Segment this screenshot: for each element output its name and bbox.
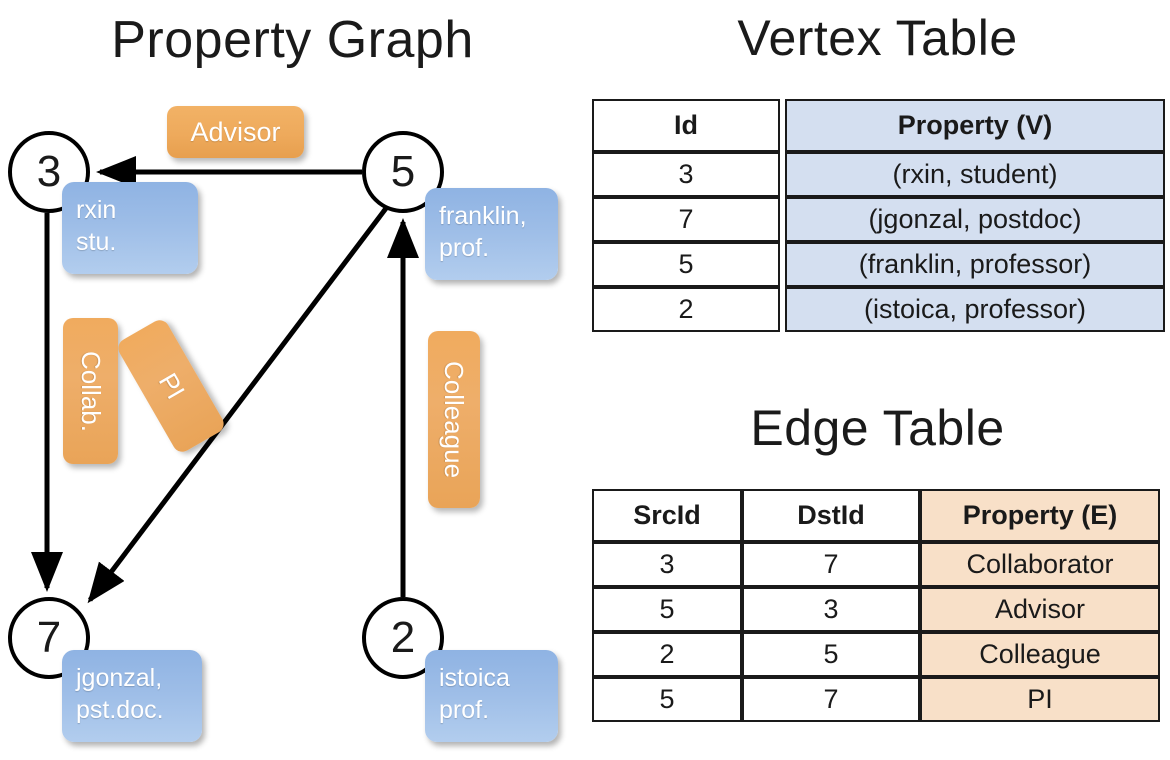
edge-label-colleague-text: Colleague bbox=[439, 360, 470, 479]
edge-cell-srcid: 3 bbox=[592, 542, 742, 587]
graph-node-5-label: 5 bbox=[390, 147, 416, 196]
vertex-cell-id: 7 bbox=[592, 197, 780, 242]
edge-cell-property: Colleague bbox=[920, 632, 1160, 677]
vertex-table-header-id: Id bbox=[592, 99, 780, 152]
edge-label-collab-text: Collab. bbox=[76, 350, 106, 432]
vertex-table-column-gap bbox=[780, 197, 785, 242]
node-property-line-1: franklin, bbox=[439, 202, 527, 230]
edge-cell-dstid: 5 bbox=[742, 632, 920, 677]
page-title-vertex-table: Vertex Table bbox=[737, 10, 1018, 66]
edge-table-header-dstid: DstId bbox=[742, 489, 920, 542]
node-property-line-2: stu. bbox=[76, 228, 117, 256]
vertex-table-column-gap bbox=[780, 99, 785, 152]
graph-node-2[interactable]: 2 bbox=[362, 597, 444, 679]
edge-cell-property: PI bbox=[920, 677, 1160, 722]
property-graph-diagram: 3 5 7 2 rxin stu. franklin, prof. jgonza… bbox=[8, 106, 558, 742]
graph-node-5[interactable]: 5 bbox=[362, 131, 444, 213]
edge-cell-srcid: 2 bbox=[592, 632, 742, 677]
vertex-table-column-gap bbox=[780, 242, 785, 287]
edge-label-collab: Collab. bbox=[63, 318, 118, 464]
node-property-line-1: istoica bbox=[439, 664, 510, 692]
vertex-cell-property: (franklin, professor) bbox=[785, 242, 1165, 287]
vertex-cell-property: (istoica, professor) bbox=[785, 287, 1165, 332]
edge-cell-srcid: 5 bbox=[592, 677, 742, 722]
table-row[interactable]: 2 (istoica, professor) bbox=[592, 287, 1165, 332]
edge-line-5-to-7 bbox=[87, 201, 392, 604]
edge-label-colleague: Colleague bbox=[428, 331, 480, 508]
vertex-cell-property: (rxin, student) bbox=[785, 152, 1165, 197]
vertex-table-column-gap bbox=[780, 152, 785, 197]
graph-node-7-label: 7 bbox=[36, 613, 62, 662]
vertex-cell-id: 2 bbox=[592, 287, 780, 332]
edge-table: SrcId DstId Property (E) 3 7 Collaborato… bbox=[592, 489, 1160, 722]
vertex-cell-property: (jgonzal, postdoc) bbox=[785, 197, 1165, 242]
edge-label-advisor: Advisor bbox=[167, 106, 304, 158]
node-property-line-2: prof. bbox=[439, 696, 490, 724]
edge-cell-dstid: 7 bbox=[742, 542, 920, 587]
edge-table-header-srcid: SrcId bbox=[592, 489, 742, 542]
table-row[interactable]: 3 7 Collaborator bbox=[592, 542, 1160, 587]
node-property-box-istoica: istoica prof. bbox=[425, 650, 558, 742]
graph-node-3-label: 3 bbox=[36, 147, 62, 196]
vertex-table-header-property: Property (V) bbox=[785, 99, 1165, 152]
node-property-box-franklin: franklin, prof. bbox=[425, 188, 558, 280]
edge-cell-dstid: 7 bbox=[742, 677, 920, 722]
table-row[interactable]: 5 7 PI bbox=[592, 677, 1160, 722]
edge-label-advisor-text: Advisor bbox=[190, 116, 281, 147]
vertex-table: Id Property (V) 3 (rxin, student) 7 (jgo… bbox=[592, 99, 1165, 332]
edge-cell-property: Advisor bbox=[920, 587, 1160, 632]
table-row[interactable]: 7 (jgonzal, postdoc) bbox=[592, 197, 1165, 242]
graph-node-2-label: 2 bbox=[390, 613, 416, 662]
vertex-cell-id: 3 bbox=[592, 152, 780, 197]
table-row[interactable]: 2 5 Colleague bbox=[592, 632, 1160, 677]
page-title-edge-table: Edge Table bbox=[750, 400, 1005, 456]
graph-edge-lines bbox=[31, 156, 419, 604]
page-title-property-graph: Property Graph bbox=[111, 11, 474, 69]
node-property-box-rxin: rxin stu. bbox=[62, 182, 198, 274]
edge-cell-property: Collaborator bbox=[920, 542, 1160, 587]
edge-table-header-property: Property (E) bbox=[920, 489, 1160, 542]
vertex-table-column-gap bbox=[780, 287, 785, 332]
table-row[interactable]: 3 (rxin, student) bbox=[592, 152, 1165, 197]
vertex-cell-id: 5 bbox=[592, 242, 780, 287]
edge-table-header-row: SrcId DstId Property (E) bbox=[592, 489, 1160, 542]
vertex-table-header-row: Id Property (V) bbox=[592, 99, 1165, 152]
table-row[interactable]: 5 (franklin, professor) bbox=[592, 242, 1165, 287]
edge-cell-srcid: 5 bbox=[592, 587, 742, 632]
edge-cell-dstid: 3 bbox=[742, 587, 920, 632]
node-property-line-2: pst.doc. bbox=[76, 696, 164, 724]
node-property-box-jgonzal: jgonzal, pst.doc. bbox=[62, 650, 202, 742]
node-property-line-1: rxin bbox=[76, 196, 117, 224]
table-row[interactable]: 5 3 Advisor bbox=[592, 587, 1160, 632]
edge-label-pi-text: PI bbox=[152, 367, 191, 404]
node-property-line-2: prof. bbox=[439, 234, 490, 262]
node-property-line-1: jgonzal, bbox=[76, 664, 163, 692]
